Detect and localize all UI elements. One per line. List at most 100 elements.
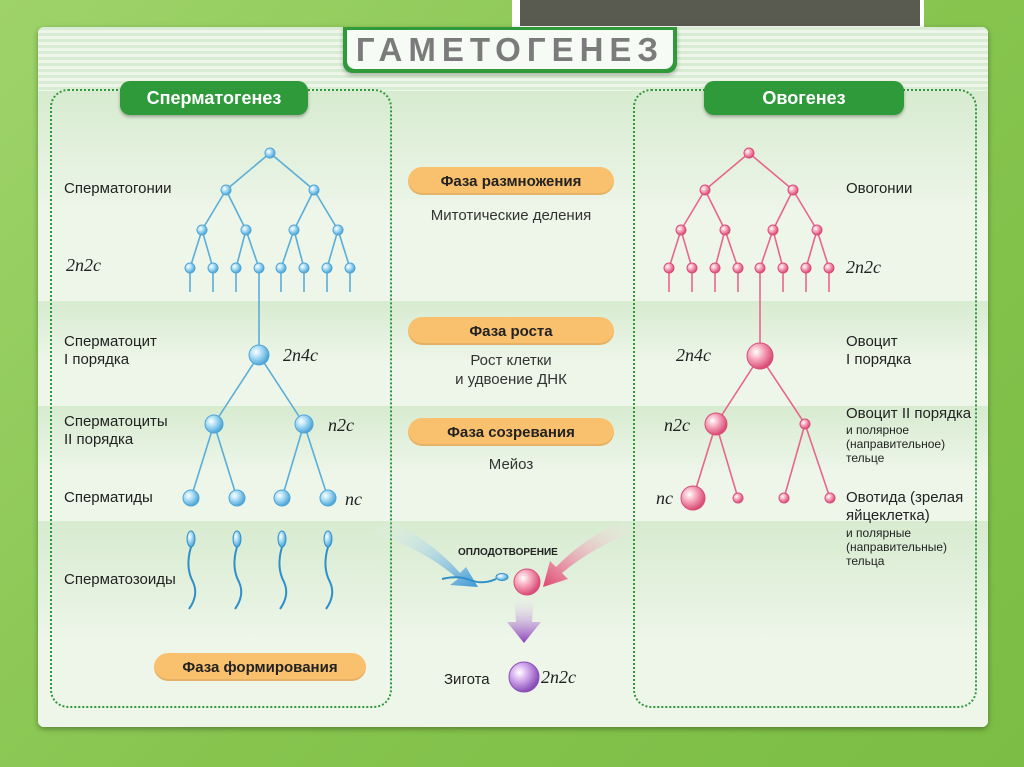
female-branch <box>772 229 784 269</box>
spermatid-cell <box>319 489 337 507</box>
spermatogenesis-header: Сперматогенез <box>120 81 308 115</box>
female-gonium-cell <box>811 224 823 236</box>
spermatozoon-head <box>186 530 196 548</box>
formula-spermatocytes-2: n2c <box>328 415 354 435</box>
label-oogonia: Овогонии <box>846 180 913 197</box>
male-gonium-cell <box>288 224 300 236</box>
spermatid-cell <box>182 489 200 507</box>
polar-body-cell <box>799 418 811 430</box>
phase-reproduction-desc: Митотические деления <box>430 207 592 224</box>
formula-oocyte-1: 2n4c <box>676 345 711 365</box>
female-gonium-cell <box>699 184 711 196</box>
female-branch <box>748 152 794 191</box>
male-branch <box>189 229 203 269</box>
male-branch <box>201 189 227 231</box>
male-gonium-cell <box>196 224 208 236</box>
male-branch <box>269 152 315 191</box>
spermatocyte-1-cell <box>248 344 270 366</box>
spermatozoon-head <box>277 530 287 548</box>
female-meiosis-branch <box>804 423 831 499</box>
male-branch <box>225 189 247 231</box>
label-spermatogonia: Сперматогонии <box>64 180 172 197</box>
formula-spermatocyte-1: 2n4c <box>283 345 318 365</box>
male-gonium-cell <box>253 262 265 274</box>
phase-formation-badge: Фаза формирования <box>154 653 366 681</box>
ootid-cell <box>680 485 706 511</box>
polar-body-cell <box>778 492 790 504</box>
label-spermatocyte-1: Сперматоцит I порядка <box>64 333 157 368</box>
female-meiosis-branch <box>759 355 806 425</box>
female-branch <box>724 229 739 269</box>
oocyte-1-cell <box>746 342 774 370</box>
polar-body-cell <box>824 492 836 504</box>
label-oocyte-1: Овоцит I порядка <box>846 333 912 368</box>
spermatocyte-2-cell <box>294 414 314 434</box>
label-oocyte-2: Овоцит II порядка <box>846 405 972 422</box>
spermatozoon-tail <box>187 546 197 610</box>
gametogenesis-poster: ГАМЕТОГЕНЕЗ Сперматогенез Овогенез Сперм… <box>38 27 988 727</box>
female-gonium-cell <box>719 224 731 236</box>
spermatozoon-head <box>323 530 333 548</box>
female-branch <box>792 189 818 231</box>
phase-growth-badge: Фаза роста <box>408 317 614 345</box>
sperm-fertilizing <box>441 576 497 584</box>
female-branch <box>772 189 794 231</box>
male-gonium-cell <box>264 147 276 159</box>
spermatozoon-tail <box>278 546 288 610</box>
phase-maturation-desc: Мейоз <box>488 456 534 473</box>
female-branch <box>680 229 693 269</box>
phase-maturation-badge: Фаза созревания <box>408 418 614 446</box>
label-ootid-note: и полярные (направительные) тельца <box>846 526 948 568</box>
female-meiosis-branch <box>692 423 717 499</box>
oocyte-2-cell <box>704 412 728 436</box>
male-branch <box>293 229 305 269</box>
male-branch <box>313 189 339 231</box>
fertilized-egg <box>513 568 541 596</box>
male-meiosis-branch <box>303 423 329 499</box>
label-ootid: Овотида (зрелая яйцеклетка) <box>846 489 964 524</box>
male-gonium-cell <box>298 262 310 274</box>
female-branch <box>704 152 750 191</box>
male-meiosis-branch <box>190 423 215 499</box>
female-gonium-cell <box>767 224 779 236</box>
male-gonium-cell <box>308 184 320 196</box>
male-gonium-cell <box>230 262 242 274</box>
formula-oogonia: 2n2c <box>846 257 881 277</box>
female-gonium-cell <box>800 262 812 274</box>
top-bar-dark <box>520 0 920 26</box>
male-gonium-cell <box>344 262 356 274</box>
female-gonium-cell <box>663 262 675 274</box>
zygote-formula: 2n2c <box>541 667 576 687</box>
male-meiosis-branch <box>213 354 260 425</box>
female-gonium-cell <box>754 262 766 274</box>
label-spermatocytes-2: Сперматоциты II порядка <box>64 413 168 448</box>
spermatocyte-2-cell <box>204 414 224 434</box>
female-branch <box>816 229 830 269</box>
male-branch <box>326 229 339 269</box>
polar-body-cell <box>732 492 744 504</box>
male-branch <box>235 229 247 269</box>
spermatozoon-head <box>232 530 242 548</box>
female-gonium-cell <box>686 262 698 274</box>
male-branch <box>225 152 271 191</box>
page-title: ГАМЕТОГЕНЕЗ <box>347 30 673 69</box>
female-branch <box>714 229 726 269</box>
female-meiosis-branch <box>715 423 739 499</box>
spermatozoon-tail <box>324 546 334 610</box>
male-branch <box>293 189 315 231</box>
male-meiosis-branch <box>281 423 305 499</box>
male-gonium-cell <box>220 184 232 196</box>
page-title-box: ГАМЕТОГЕНЕЗ <box>343 27 677 73</box>
label-spermatids: Сперматиды <box>64 489 153 506</box>
male-gonium-cell <box>275 262 287 274</box>
female-gonium-cell <box>787 184 799 196</box>
male-gonium-cell <box>207 262 219 274</box>
female-gonium-cell <box>732 262 744 274</box>
sperm-fertilizing-head <box>495 573 509 581</box>
female-gonium-cell <box>743 147 755 159</box>
spermatid-cell <box>273 489 291 507</box>
zygote-label: Зигота <box>444 671 490 688</box>
male-meiosis-branch <box>258 354 305 425</box>
phase-reproduction-badge: Фаза размножения <box>408 167 614 195</box>
arrow-from-egg <box>543 517 638 587</box>
